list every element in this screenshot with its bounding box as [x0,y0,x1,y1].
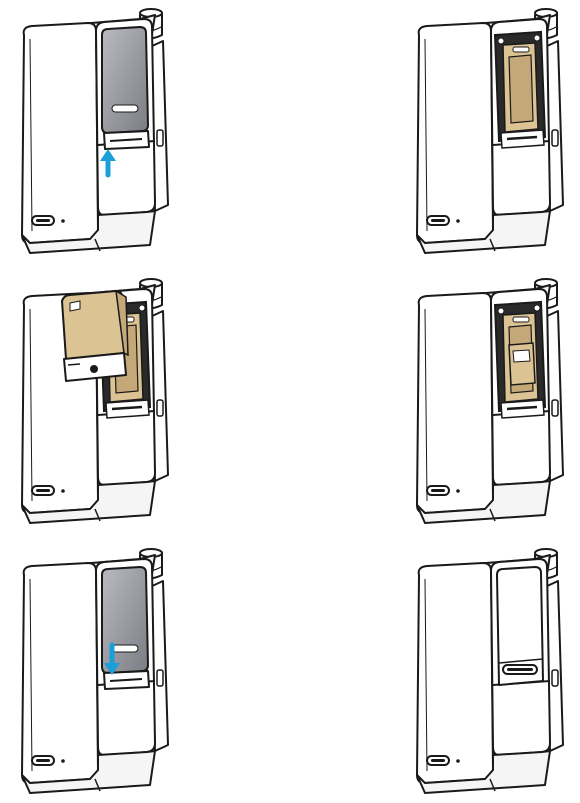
side-button [157,130,163,146]
holder-screw-tr [534,35,540,41]
step-5-panel [0,545,170,800]
device-illustration [0,275,170,530]
holder-screw-tl [498,38,504,44]
coil-seated [509,343,535,385]
led-indicator [456,489,460,493]
coil-window [513,350,530,362]
device-left-shell [417,23,493,243]
cover-panel [102,567,148,673]
holder-screw-tr [534,305,540,311]
coil-base-hole [90,365,98,373]
device-illustration [395,5,565,260]
led-indicator [61,759,65,763]
led-indicator [456,759,460,763]
cover-slot-highlight [112,105,138,112]
usb-port-inner [36,489,50,492]
step-3-panel [0,275,170,530]
side-button [157,670,163,686]
side-button [552,130,558,146]
step-6-panel [395,545,565,800]
usb-port-inner [36,759,50,762]
step-2-panel [395,5,565,260]
coil-base-detail [68,364,80,365]
usb-port-inner [36,219,50,222]
device-left-shell [417,293,493,513]
cover-panel [102,27,148,133]
coil-block-front [62,291,124,359]
led-indicator [61,219,65,223]
holder-top-slot [513,47,529,52]
device-left-shell [417,563,493,783]
device-illustration [395,545,565,800]
usb-port-inner [431,489,445,492]
holder-screw-tr [139,305,145,311]
side-button [552,400,558,416]
holder-top-slot [513,317,529,322]
device-illustration [395,275,565,530]
usb-port-inner [431,759,445,762]
led-indicator [61,489,65,493]
side-button [157,400,163,416]
step-1-panel [0,5,170,260]
step-4-panel [395,275,565,530]
closed-cover-slot-inner [507,668,533,671]
device-left-shell [22,563,98,783]
side-button [552,670,558,686]
holder-inner-recess [509,55,533,123]
holder-screw-tl [498,308,504,314]
device-left-shell [22,23,98,243]
led-indicator [456,219,460,223]
usb-port-inner [431,219,445,222]
coil-block-marker-icon [70,301,80,311]
device-illustration [0,5,170,260]
cover-slot-highlight [112,645,138,652]
device-illustration [0,545,170,800]
